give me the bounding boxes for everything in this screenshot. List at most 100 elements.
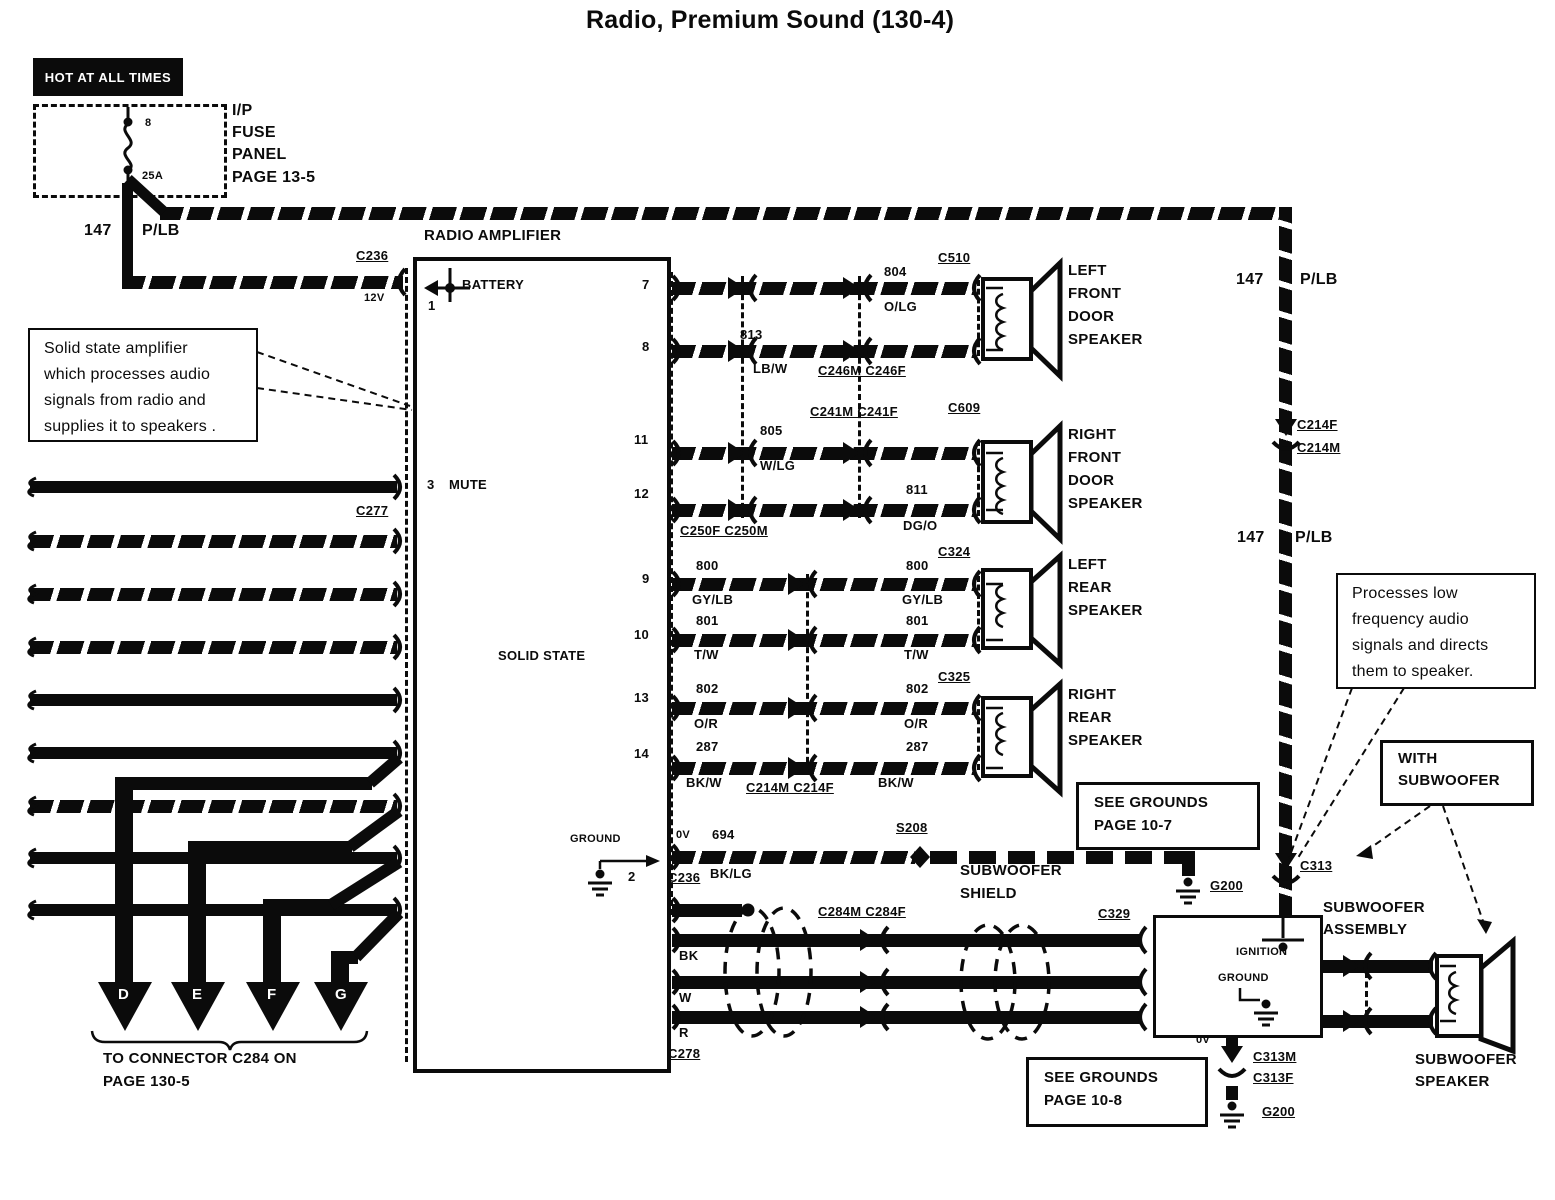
wire-287: [672, 762, 975, 775]
connector-c324-label: C324: [938, 544, 971, 559]
splice-s208-label: S208: [896, 820, 928, 835]
color-bklg: BK/LG: [710, 866, 752, 881]
plug-letter-d: D: [118, 986, 130, 1003]
left-rear-speaker-icon: [981, 550, 1063, 670]
wire-sub-ground-stub: [1226, 1086, 1238, 1100]
ground-g200-bottom-label: G200: [1262, 1104, 1296, 1119]
see-grounds-10-8: SEE GROUNDS: [1044, 1069, 1159, 1086]
speaker-label: RIGHT: [1068, 426, 1117, 443]
voltage-12v: 12V: [364, 292, 385, 304]
sub-note-line: frequency audio: [1352, 611, 1469, 628]
see-grounds-10-7: PAGE 10-7: [1094, 817, 1173, 834]
see-grounds-10-8: PAGE 10-8: [1044, 1092, 1123, 1109]
fuse-id: 8: [145, 117, 152, 129]
circuit-800-left: 800: [696, 558, 719, 573]
pin-10: 10: [634, 627, 650, 642]
circuit-811: 811: [906, 482, 928, 497]
wire-sub-bk: [672, 934, 1140, 947]
connector-c246-label: C246M C246F: [818, 363, 906, 378]
amp-note-line: signals from radio and: [44, 392, 206, 409]
wire-sub-out-1: [1317, 960, 1433, 973]
bottom-caption: TO CONNECTOR C284 ON: [103, 1050, 297, 1067]
pin-8: 8: [642, 339, 650, 354]
amp-note-box: [28, 328, 258, 442]
speaker-label: DOOR: [1068, 308, 1115, 325]
pin-1: 1: [428, 298, 436, 313]
wire-battery-feed-top: [160, 207, 1292, 220]
amp-note-line: supplies it to speakers .: [44, 418, 217, 435]
subwoofer-assembly-label: ASSEMBLY: [1323, 921, 1408, 938]
connector-c325-label: C325: [938, 669, 971, 684]
speaker-label: SPEAKER: [1068, 495, 1143, 512]
color-gylb-left: GY/LB: [692, 592, 734, 607]
speaker-label: SPEAKER: [1068, 331, 1143, 348]
connector-c284-label: C284M C284F: [818, 904, 906, 919]
speaker-label: DOOR: [1068, 472, 1115, 489]
pin-3: 3: [427, 477, 435, 492]
wire-left-6: [30, 747, 397, 759]
ground-icon-g200-bottom: [1220, 1101, 1244, 1129]
connector-c236-label: C236: [356, 248, 389, 263]
left-front-door-speaker-icon: [981, 257, 1063, 382]
color-plb-right: P/LB: [1300, 271, 1338, 288]
wire-left-5: [30, 694, 397, 706]
speaker-label: LEFT: [1068, 262, 1107, 279]
sub-note-line: them to speaker.: [1352, 663, 1474, 680]
wire-left-2: [30, 535, 397, 548]
connector-plane-right: [670, 272, 673, 915]
wire-694-dashed: [930, 851, 1182, 864]
connector-c214-label: C214M C214F: [746, 780, 834, 795]
circuit-147: 147: [84, 222, 112, 239]
circuit-287-left: 287: [696, 739, 719, 754]
wire-694: [672, 851, 915, 864]
connector-c250-label: C250F C250M: [680, 523, 768, 538]
color-gylb-right: GY/LB: [902, 592, 944, 607]
connector-c313m-label: C313M: [1253, 1049, 1297, 1064]
mute-pin-label: MUTE: [449, 477, 488, 492]
amp-note-line: Solid state amplifier: [44, 340, 188, 357]
wire-sub-r: [672, 1011, 1140, 1024]
volts-0v: 0V: [676, 829, 691, 841]
right-rear-speaker-icon: [981, 678, 1063, 798]
circuit-147-right: 147: [1236, 271, 1264, 288]
connector-c609-label: C609: [948, 400, 981, 415]
see-grounds-10-7-box: [1076, 782, 1260, 850]
color-bkw-right: BK/W: [878, 775, 914, 790]
speaker-label: SPEAKER: [1068, 602, 1143, 619]
solid-state-label: SOLID STATE: [498, 648, 586, 663]
sub-note-line: Processes low: [1352, 585, 1458, 602]
wire-d-elbow: [115, 777, 372, 790]
color-tw-left: T/W: [694, 647, 719, 662]
battery-pin-label: BATTERY: [462, 277, 525, 292]
connector-c510-label: C510: [938, 250, 971, 265]
subwoofer-speaker-label: SPEAKER: [1415, 1073, 1490, 1090]
color-olg: O/LG: [884, 299, 917, 314]
ground-g200-top-label: G200: [1210, 878, 1244, 893]
wire-left-7: [30, 800, 397, 813]
circuit-287-right: 287: [906, 739, 929, 754]
circuit-802-right: 802: [906, 681, 929, 696]
wire-805: [672, 447, 975, 460]
connector-c236-right-label: C236: [668, 870, 701, 885]
speaker-label: FRONT: [1068, 285, 1122, 302]
wire-mute: [30, 481, 397, 493]
fuse-panel-line: I/P: [232, 102, 253, 119]
circuit-801-left: 801: [696, 613, 719, 628]
connector-c329-label: C329: [1098, 906, 1131, 921]
hot-label: HOT AT ALL TIMES: [44, 69, 172, 85]
with-subwoofer-label: WITH: [1398, 750, 1438, 767]
wire-811: [672, 504, 975, 517]
brace-icon: [90, 1030, 369, 1051]
connector-plane-sub-speaker: [1365, 972, 1368, 1016]
sub-ground-label: GROUND: [1218, 972, 1269, 984]
see-grounds-10-7: SEE GROUNDS: [1094, 794, 1209, 811]
wire-left-3: [30, 588, 397, 601]
speaker-label: FRONT: [1068, 449, 1122, 466]
color-plb-lower: P/LB: [1295, 529, 1333, 546]
color-bkw-left: BK/W: [686, 775, 722, 790]
wire-e-drop: [188, 841, 206, 985]
color-bk: BK: [679, 948, 699, 963]
connector-plane-c325: [977, 700, 980, 770]
connector-plane-c277: [405, 268, 408, 1062]
